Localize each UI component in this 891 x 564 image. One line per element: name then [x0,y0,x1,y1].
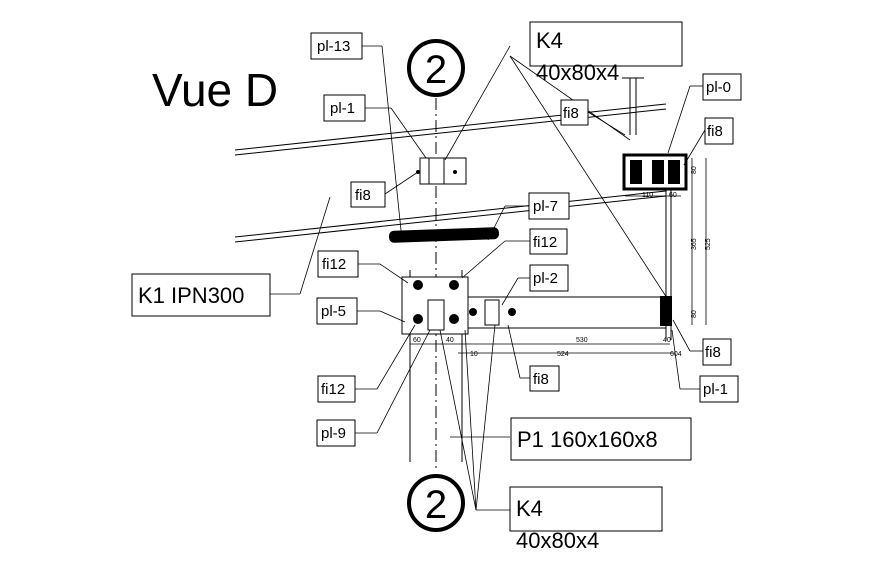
callout-fi8-left: fi8 [350,181,386,208]
svg-text:pl-1: pl-1 [703,381,728,398]
dim-365: 365 [691,238,698,250]
svg-text:K4: K4 [536,28,563,53]
svg-text:fi8: fi8 [705,344,721,361]
leader-lines [270,45,706,511]
svg-text:pl-1: pl-1 [330,100,355,117]
dimension-lines [410,158,707,354]
dim-10: 10 [470,351,478,358]
k1-beam [234,103,667,243]
callout-k4-top: K4 40x80x4 [529,21,683,85]
callout-k4-bottom: K4 40x80x4 [509,486,663,553]
callout-pl-1-left: pl-1 [323,94,366,122]
axis-marker-top: 2 [407,39,465,97]
dim-110: 110 [642,192,653,199]
connection-plate [401,276,516,335]
svg-text:40x80x4: 40x80x4 [516,528,599,553]
svg-text:K4: K4 [516,496,543,521]
axis-marker-bottom: 2 [407,474,465,532]
svg-text:fi8: fi8 [707,123,723,140]
callout-fi12-left-top: fi12 [317,250,359,278]
k4-horizontal [462,296,666,329]
callout-p1: P1 160x160x8 [510,417,692,461]
svg-text:fi12: fi12 [533,234,557,251]
dim-60b: 60 [669,192,677,199]
callout-fi8-right: fi8 [704,117,734,145]
svg-text:fi12: fi12 [322,256,346,273]
svg-text:pl-7: pl-7 [533,198,558,215]
callout-pl-2: pl-2 [529,264,569,292]
svg-text:2: 2 [425,48,447,92]
svg-text:pl-5: pl-5 [321,303,346,320]
svg-text:pl-2: pl-2 [533,270,558,287]
callout-pl-9: pl-9 [316,419,356,447]
dim-40b: 40 [663,337,671,344]
svg-text:pl-0: pl-0 [706,79,731,96]
right-vertical-member [622,77,688,340]
svg-text:2: 2 [425,483,447,527]
callout-pl-5: pl-5 [316,297,358,325]
svg-text:fi8: fi8 [563,105,579,122]
callout-pl-7: pl-7 [528,192,570,220]
callout-fi8-top: fi8 [560,99,589,126]
dim-604: 604 [670,351,682,358]
dim-525: 525 [705,238,712,250]
svg-text:pl-13: pl-13 [317,38,350,55]
svg-text:fi8: fi8 [533,371,549,388]
svg-text:K1 IPN300: K1 IPN300 [138,283,244,308]
dim-80: 80 [691,166,698,174]
svg-text:fi12: fi12 [321,381,345,398]
svg-text:pl-9: pl-9 [321,425,346,442]
dim-60: 60 [413,337,421,344]
callout-pl-0: pl-0 [702,73,742,101]
svg-text:fi8: fi8 [355,187,371,204]
callout-pl-13: pl-13 [310,32,363,60]
dim-524: 524 [557,351,569,358]
pl1-upper-plate [416,157,467,185]
callout-fi12-left-bottom: fi12 [317,375,356,403]
view-title: Vue D [152,64,278,116]
callout-k1-ipn300: K1 IPN300 [131,273,271,317]
callout-fi12-mid: fi12 [529,228,568,255]
dim-80b: 80 [691,310,698,318]
dim-40: 40 [446,337,454,344]
svg-text:P1 160x160x8: P1 160x160x8 [517,427,658,452]
bottom-flange-bolts [388,227,500,243]
svg-text:40x80x4: 40x80x4 [536,60,619,85]
callout-fi8-bottom: fi8 [529,365,560,392]
callout-pl-1-right: pl-1 [699,375,739,403]
dim-530: 530 [576,337,588,344]
callout-fi8-right-bottom: fi8 [702,338,732,366]
